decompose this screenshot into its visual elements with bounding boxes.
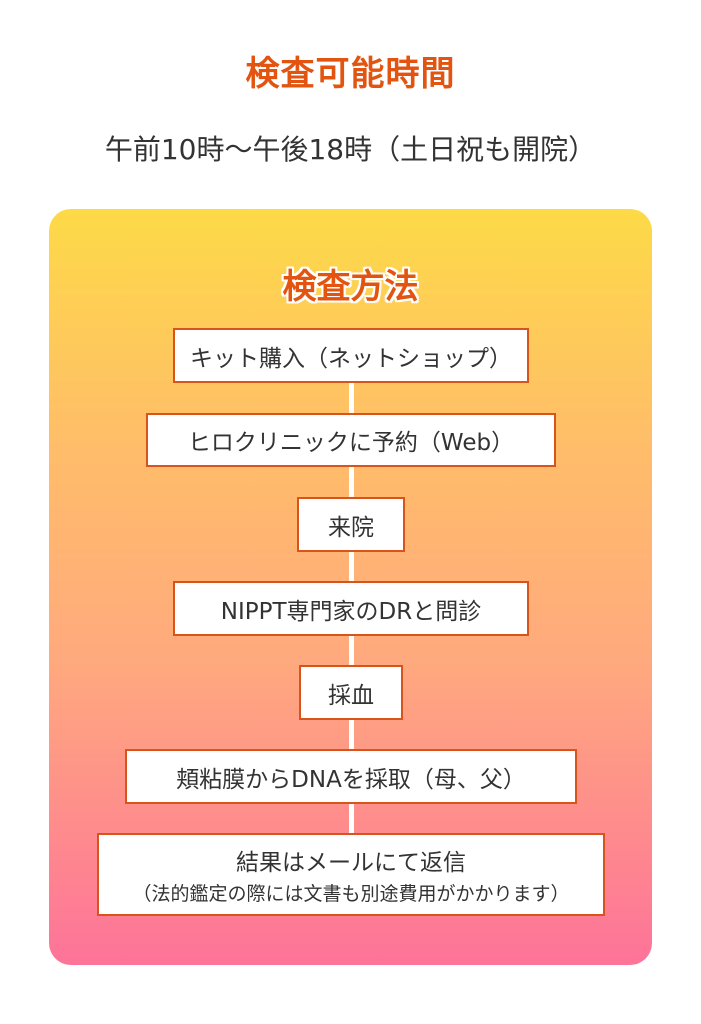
step-label: 頬粘膜からDNAを採取（母、父） [176, 766, 526, 793]
method-title: 検査方法 [282, 267, 419, 307]
step-note: （法的鑑定の際には文書も別途費用がかかります） [132, 883, 570, 905]
step-label: 採血 [328, 682, 374, 709]
page-title: 検査可能時間 [245, 54, 456, 94]
flow-step-result: 結果はメールにて返信 （法的鑑定の際には文書も別途費用がかかります） [97, 833, 605, 916]
flow-step-blood-draw: 採血 [299, 665, 403, 720]
step-label: 来院 [328, 514, 374, 541]
flow-step-consultation: NIPPT専門家のDRと問診 [173, 581, 529, 636]
flow-step-reservation: ヒロクリニックに予約（Web） [146, 413, 556, 467]
step-label: ヒロクリニックに予約（Web） [187, 430, 515, 456]
method-card: 検査方法 キット購入（ネットショップ） ヒロクリニックに予約（Web） 来院 N… [49, 209, 652, 965]
business-hours: 午前10時〜午後18時（土日祝も開院） [104, 133, 597, 166]
flow-step-dna-sample: 頬粘膜からDNAを採取（母、父） [125, 749, 577, 804]
step-label: 結果はメールにて返信 [236, 850, 466, 876]
flow-step-kit-purchase: キット購入（ネットショップ） [173, 328, 529, 383]
step-label: キット購入（ネットショップ） [190, 345, 512, 372]
flow-step-visit: 来院 [297, 497, 405, 552]
step-label: NIPPT専門家のDRと問診 [220, 598, 482, 625]
